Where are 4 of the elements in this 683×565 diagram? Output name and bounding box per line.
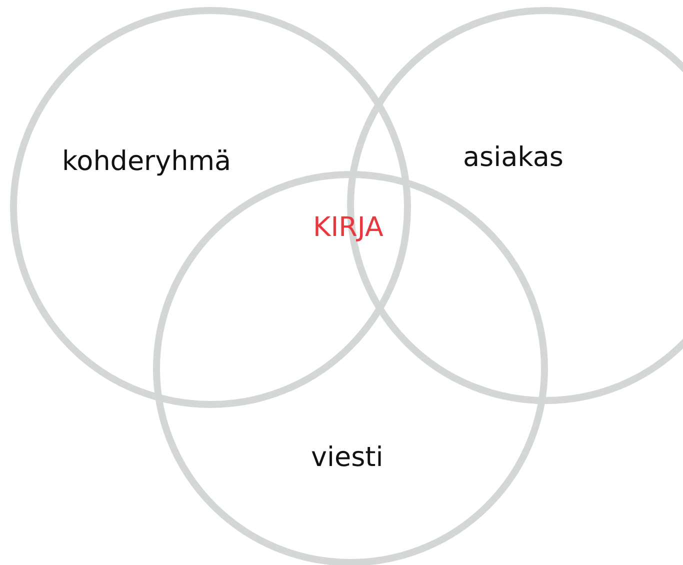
circle-label: kohderyhmä (62, 146, 232, 177)
circle-label: asiakas (463, 142, 564, 173)
circle-label: viesti (311, 442, 384, 473)
center-label: KIRJA (313, 212, 384, 243)
